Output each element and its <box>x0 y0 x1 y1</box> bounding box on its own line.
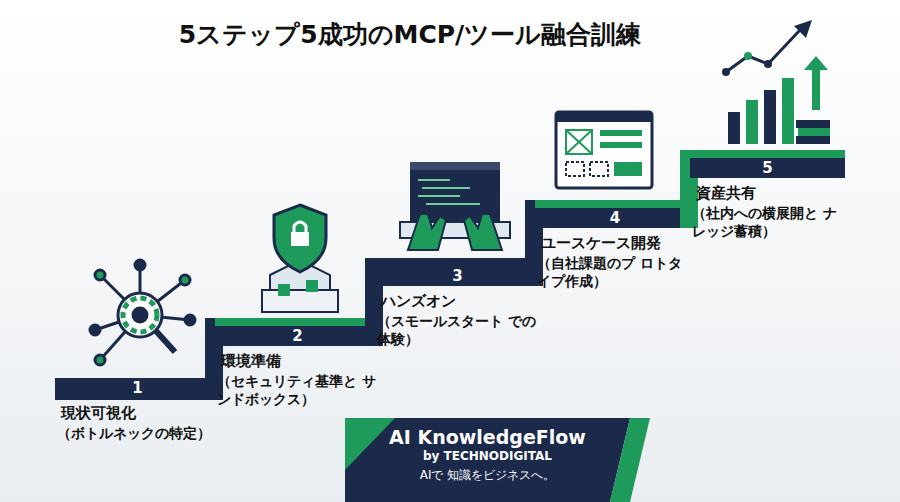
shield-icon <box>262 205 338 312</box>
step-box: 4 ユースケース開発（自社課題のプ ロトタイプ作成） <box>535 208 695 291</box>
stair-shape <box>55 150 845 400</box>
logo-panel <box>345 418 650 502</box>
step-number: 4 <box>535 208 695 228</box>
keyboard-icon <box>400 162 510 250</box>
growth-chart-icon <box>722 20 830 144</box>
step-heading: 環境準備 <box>215 352 380 372</box>
step-number: 1 <box>55 378 220 398</box>
step-description: （スモールスタート での体験） <box>375 312 540 350</box>
step-description: （自社課題のプ ロトタイプ作成） <box>535 254 695 292</box>
step-heading: 資産共有 <box>690 184 845 204</box>
step-box: 3 ハンズオン（スモールスタート での体験） <box>375 266 540 349</box>
step-box: 5 資産共有（社内への横展開と ナレッジ蓄積） <box>690 158 845 241</box>
step-description: （社内への横展開と ナレッジ蓄積） <box>690 204 845 242</box>
step-heading: ハンズオン <box>375 292 540 312</box>
step-description: （セキュリティ基準と サンドボックス） <box>215 372 380 410</box>
step-number: 5 <box>690 158 845 178</box>
brand-company: by TECHNODIGITAL <box>345 449 630 463</box>
step-description: （ボトルネックの特定） <box>55 424 220 443</box>
diagram-title: 5ステップ5成功のMCP/ツール融合訓練 <box>0 18 820 51</box>
browser-icon <box>556 112 652 188</box>
logo-box: AI KnowledgeFlowby TECHNODIGITAL AIで 知識をビ… <box>345 418 630 484</box>
brand-name: AI KnowledgeFlow <box>345 426 630 448</box>
brand-tagline: AIで 知識をビジネスへ。 <box>345 467 630 484</box>
step-box: 2 環境準備（セキュリティ基準と サンドボックス） <box>215 326 380 409</box>
step-box: 1 現状可視化（ボトルネックの特定） <box>55 378 220 442</box>
step-number: 2 <box>215 326 380 346</box>
step-heading: ユースケース開発 <box>535 234 695 254</box>
gear-icon <box>90 260 195 365</box>
step-heading: 現状可視化 <box>55 404 220 424</box>
step-number: 3 <box>375 266 540 286</box>
